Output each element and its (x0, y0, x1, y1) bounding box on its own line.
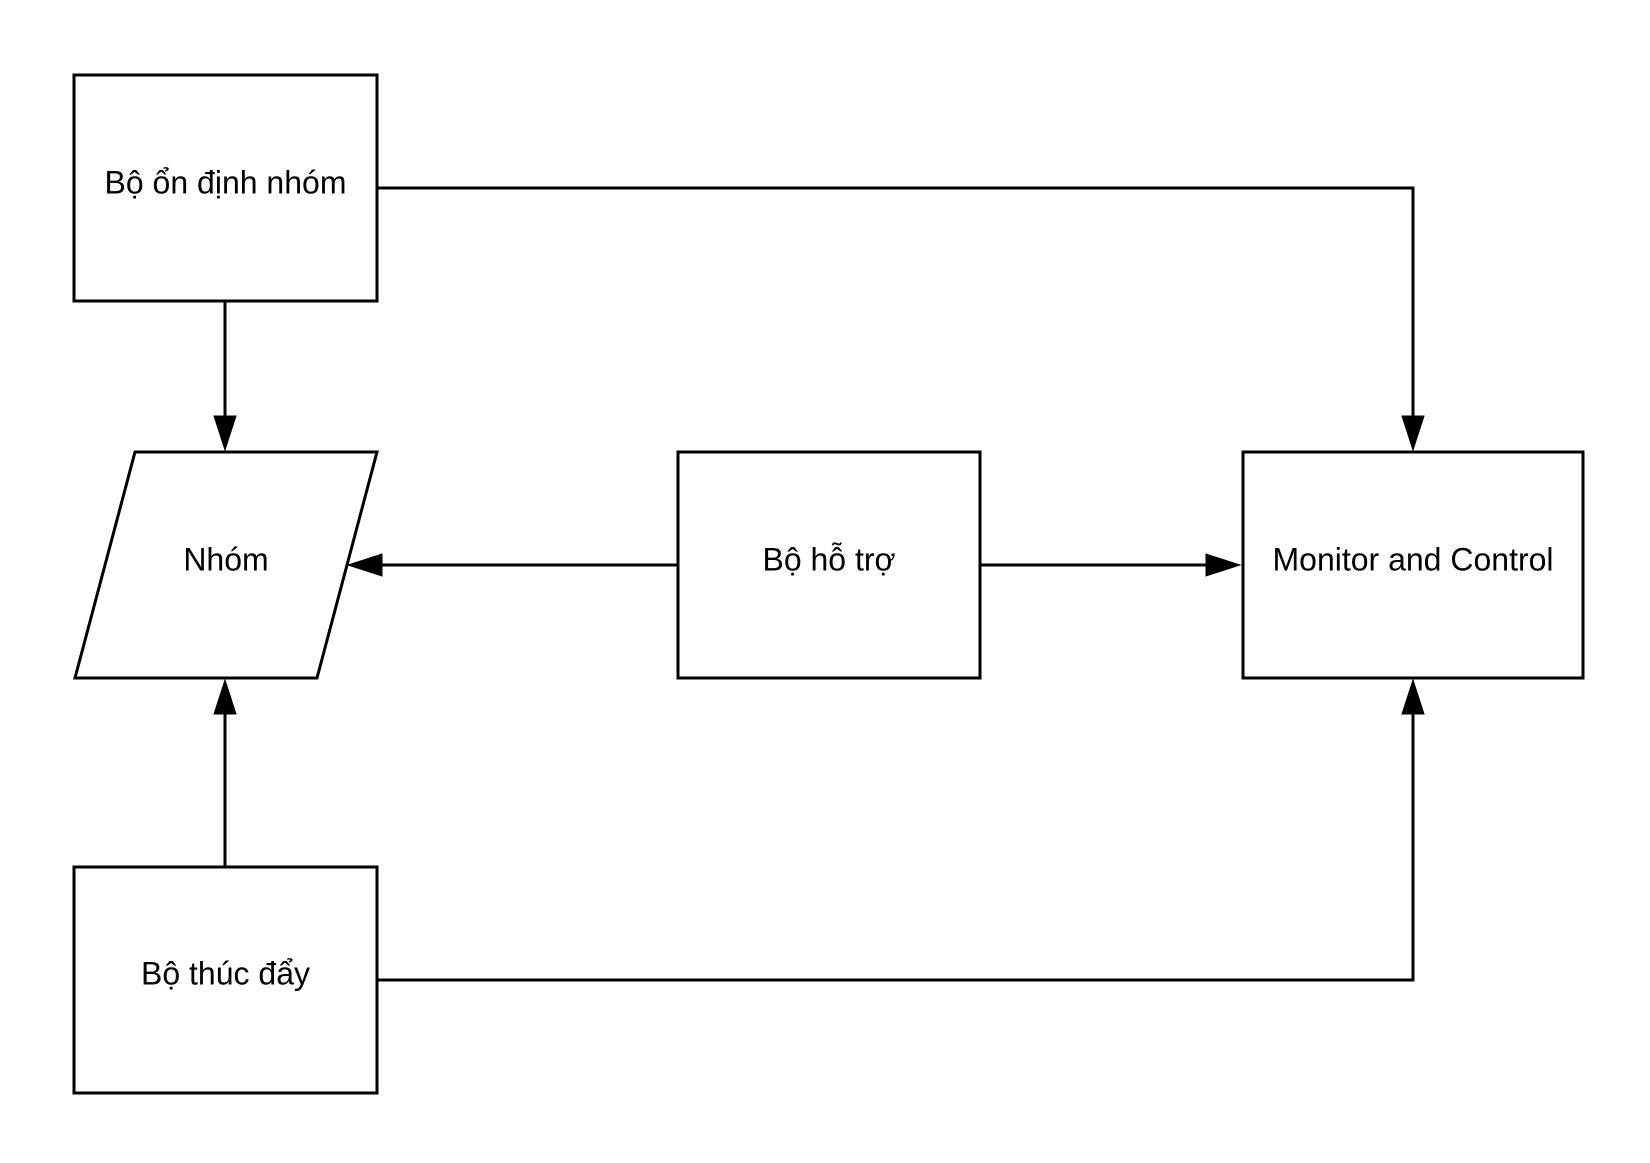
node-supporter-box (676, 450, 982, 680)
edge-motivator-to-monitor (378, 710, 1415, 982)
node-group-stabilizer-label: Bộ ổn định nhóm (105, 164, 347, 200)
node-monitor-control[interactable]: Monitor and Control (1241, 450, 1585, 680)
node-supporter[interactable]: Bộ hỗ trợ (676, 450, 982, 680)
edge-stabilizer-to-monitor (378, 186, 1415, 420)
arrowhead-motivator-to-monitor (1401, 678, 1425, 715)
node-group-stabilizer-box (72, 73, 379, 303)
node-monitor-control-box (1241, 450, 1585, 680)
node-motivator-label: Bộ thúc đẩy (141, 955, 310, 991)
node-group-stabilizer[interactable]: Bộ ổn định nhóm (72, 73, 379, 303)
node-monitor-control-label: Monitor and Control (1272, 541, 1553, 577)
node-group[interactable]: Nhóm (73, 450, 379, 680)
arrowhead-supporter-to-group (346, 553, 383, 577)
arrowhead-stabilizer-to-group (213, 415, 237, 452)
node-group-parallelogram (73, 450, 379, 680)
node-group-label: Nhóm (183, 541, 268, 577)
node-motivator[interactable]: Bộ thúc đẩy (72, 865, 379, 1095)
edges (213, 186, 1425, 982)
arrowhead-motivator-to-group (213, 678, 237, 715)
node-motivator-box (72, 865, 379, 1095)
arrowhead-supporter-to-monitor (1205, 553, 1242, 577)
node-supporter-label: Bộ hỗ trợ (762, 541, 895, 577)
arrowhead-stabilizer-to-monitor (1401, 415, 1425, 452)
